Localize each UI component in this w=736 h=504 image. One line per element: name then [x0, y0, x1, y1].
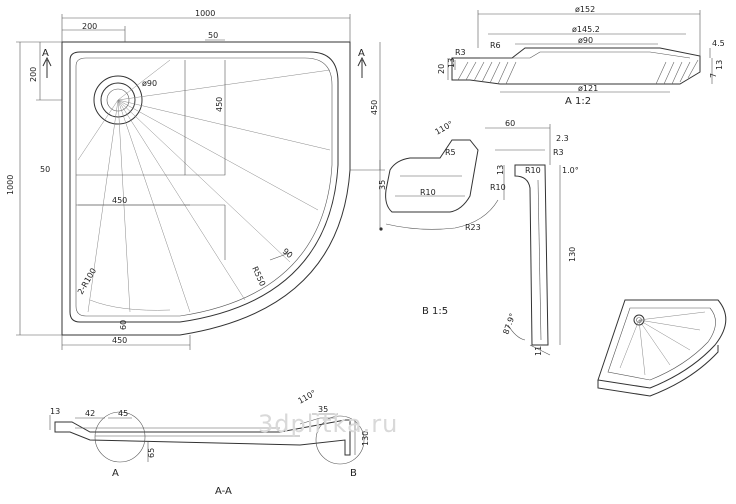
edge-r23: R23	[465, 223, 481, 232]
edge-h-left: 35	[378, 180, 387, 190]
plan-offset-x: 200	[82, 22, 97, 31]
plan-corner-radius: 2-R100	[76, 267, 98, 296]
drain-h-left-inner: 13	[447, 58, 456, 68]
section-h65: 65	[147, 448, 156, 458]
plan-arc-radius: R550	[250, 265, 267, 288]
drain-r-inner: R6	[490, 41, 501, 50]
drain-d-mid: ø145.2	[572, 25, 600, 34]
plan-width: 1000	[195, 9, 215, 18]
watermark: 3dplitka.ru	[258, 410, 398, 438]
edge-detail: 60 2.3 R3 R5 R10 R10 R10 R23 110° 1.0° 8…	[378, 119, 579, 356]
plan-rib-dim: 50	[208, 31, 218, 40]
edge-bottom: 11	[534, 346, 543, 356]
plan-drain-diameter: ø90	[142, 79, 157, 88]
section-view: 13 42 45 35 110° 130 65 A B A-A	[49, 388, 370, 497]
section-d42: 42	[85, 409, 95, 418]
section-caption: A-A	[215, 486, 232, 497]
plan-bottom-radius: 450	[112, 336, 127, 345]
edge-r10c: R10	[525, 166, 541, 175]
plan-section-marker-right: A	[358, 48, 365, 59]
drain-r-small: R3	[455, 48, 466, 57]
plan-side-dim: 50	[40, 165, 50, 174]
edge-r10a: R10	[420, 188, 436, 197]
plan-depth: 1000	[6, 175, 15, 195]
tray-3d-view	[597, 299, 727, 397]
edge-r10b: R10	[490, 183, 506, 192]
edge-h-total: 130	[568, 247, 577, 262]
drain-h-right-a: 7	[709, 73, 718, 78]
drain-h-right: 4.5	[712, 39, 725, 48]
edge-width: 60	[505, 119, 515, 128]
plan-view: 1000 200 50 1000 200 50 ø90 450 450 450 …	[6, 9, 385, 350]
edge-angle-top: 110°	[434, 119, 455, 136]
section-marker-a: A	[112, 468, 119, 479]
section-angle: 110°	[297, 388, 318, 405]
section-d45: 45	[118, 409, 128, 418]
plan-radius-left: 450	[112, 196, 127, 205]
drain-detail: ø152 ø145.2 ø90 ø121 R3 R6 20 13 4.5 7 1…	[437, 5, 725, 107]
edge-caption: B 1:5	[422, 306, 448, 317]
plan-right-dim: 450	[370, 100, 379, 115]
edge-h-mid: 13	[496, 165, 505, 175]
edge-top-step: 2.3	[556, 134, 569, 143]
drain-d-inner: ø90	[578, 36, 593, 45]
edge-r5: R5	[445, 148, 456, 157]
drain-d-outer: ø152	[575, 5, 595, 14]
plan-section-marker-left: A	[42, 48, 49, 59]
drain-h-left: 20	[437, 64, 446, 74]
section-h130: 130	[361, 431, 370, 446]
drain-h-right-b: 13	[715, 60, 724, 70]
drain-d-bottom: ø121	[578, 84, 598, 93]
section-marker-b: B	[350, 468, 357, 479]
edge-r3: R3	[553, 148, 564, 157]
section-d35: 35	[318, 405, 328, 414]
plan-offset-y: 200	[29, 67, 38, 82]
plan-arc-angle: 90	[281, 247, 295, 260]
edge-angle-bottom: 87.9°	[501, 312, 517, 336]
drain-caption: A 1:2	[565, 96, 591, 107]
plan-bottom-lip: 60	[119, 320, 128, 330]
section-d13: 13	[50, 407, 60, 416]
edge-angle-right: 1.0°	[562, 166, 579, 175]
plan-radius-inner: 450	[215, 97, 224, 112]
